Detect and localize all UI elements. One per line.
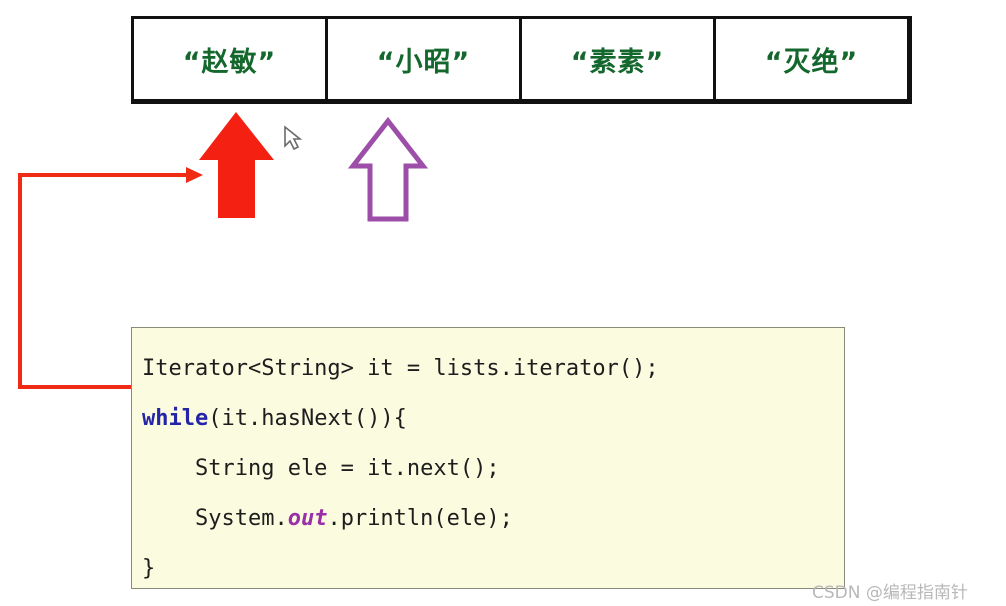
mouse-cursor xyxy=(284,125,303,151)
code-block: Iterator<String> it = lists.iterator(); … xyxy=(131,327,845,589)
code-token: String ele = it.next(); xyxy=(142,456,500,481)
code-token: out xyxy=(287,506,328,531)
red-connector-arrowhead xyxy=(186,167,203,183)
collection-table: “赵敏” “小昭” “素素” “灭绝” xyxy=(131,16,912,104)
code-line-0: Iterator<String> it = lists.iterator(); xyxy=(142,344,844,394)
cell-label: “灭绝” xyxy=(764,46,859,78)
code-token: Iterator<String> it = lists.iterator(); xyxy=(142,356,659,381)
code-token: .println(ele); xyxy=(327,506,513,531)
code-token: (it.hasNext()){ xyxy=(208,406,407,431)
code-line-3: System.out.println(ele); xyxy=(142,494,844,544)
purple-outline-up-arrow xyxy=(347,116,429,222)
red-up-arrow xyxy=(199,112,274,218)
code-line-4: } xyxy=(142,544,844,594)
collection-cell-3: “灭绝” xyxy=(716,19,907,99)
collection-cell-2: “素素” xyxy=(522,19,716,99)
cell-label: “赵敏” xyxy=(182,46,277,78)
watermark: CSDN @编程指南针 xyxy=(812,583,968,603)
collection-cell-0: “赵敏” xyxy=(134,19,328,99)
cell-label: “小昭” xyxy=(376,46,471,78)
code-token: System. xyxy=(142,506,288,531)
cell-label: “素素” xyxy=(570,46,665,78)
collection-cell-1: “小昭” xyxy=(328,19,522,99)
code-line-2: String ele = it.next(); xyxy=(142,444,844,494)
code-token: while xyxy=(142,406,209,431)
code-token: } xyxy=(142,556,156,581)
code-line-1: while(it.hasNext()){ xyxy=(142,394,844,444)
